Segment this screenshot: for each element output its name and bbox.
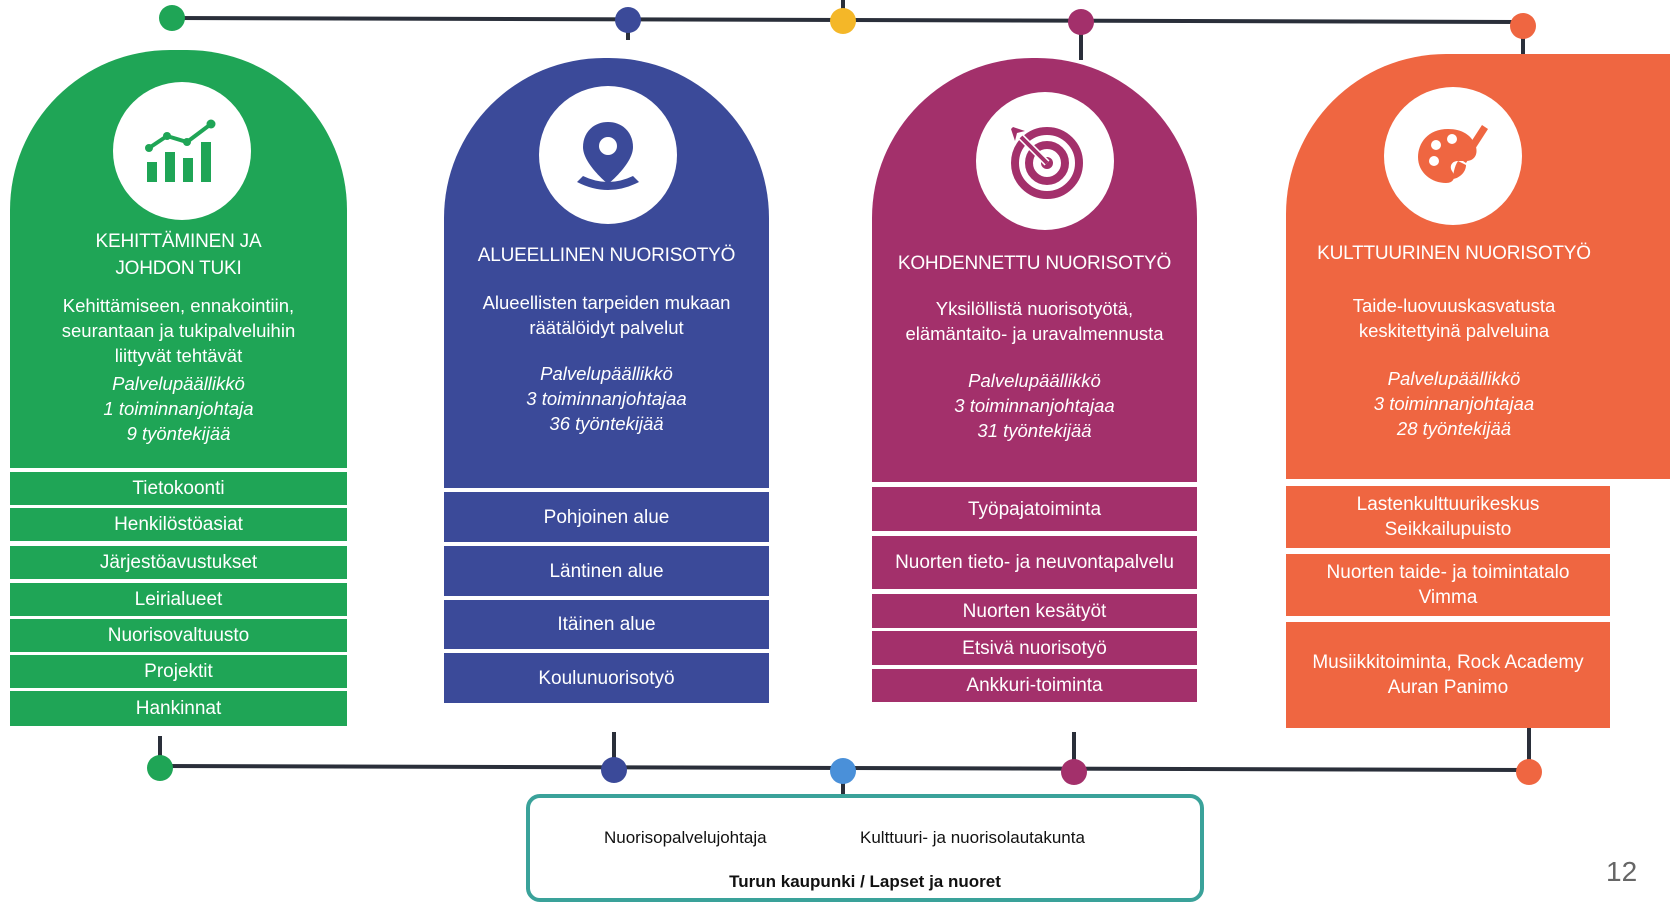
description-line: Kehittämiseen, ennakointiin, bbox=[62, 295, 295, 316]
column-title: KULTTUURINEN NUORISOTYÖ bbox=[1294, 240, 1614, 267]
unit-item: Järjestöavustukset bbox=[10, 546, 347, 579]
purple-top-dot bbox=[1068, 9, 1094, 35]
staff-line: 3 toiminnanjohtajaa bbox=[1373, 393, 1535, 414]
description-line: liittyvät tehtävät bbox=[114, 345, 243, 366]
icon-circle bbox=[1384, 87, 1522, 225]
unit-item: Nuorten tieto- ja neuvontapalvelu bbox=[872, 536, 1197, 589]
column-title: KEHITTÄMINEN JA JOHDON TUKI bbox=[18, 228, 339, 282]
column-cultural: KULTTUURINEN NUORISOTYÖ Taide-luovuuskas… bbox=[1286, 54, 1670, 728]
organization-footer: Turun kaupunki / Lapset ja nuoret bbox=[729, 872, 1001, 891]
column-title-line: KOHDENNETTU NUORISOTYÖ bbox=[897, 253, 1172, 274]
icon-circle bbox=[113, 82, 251, 220]
light-blue-bottom-dot bbox=[830, 758, 856, 784]
page-number: 12 bbox=[1606, 856, 1638, 887]
unit-item: Hankinnat bbox=[10, 691, 347, 726]
unit-item: Työpajatoiminta bbox=[872, 487, 1197, 531]
column-staff: Palvelupäällikkö 1 toiminnanjohtaja 9 ty… bbox=[22, 371, 335, 446]
column-title-line: ALUEELLINEN NUORISOTYÖ bbox=[477, 245, 736, 266]
director-label: Nuorisopalvelujohtaja bbox=[604, 828, 767, 847]
target-arrow-icon bbox=[1011, 127, 1083, 199]
column-description: Yksilöllistä nuorisotyötä, elämäntaito- … bbox=[884, 296, 1185, 346]
unit-item: Nuorisovaltuusto bbox=[10, 619, 347, 652]
unit-item: Pohjoinen alue bbox=[444, 492, 769, 542]
description-line: keskitettyinä palveluina bbox=[1358, 320, 1550, 341]
unit-item: Henkilöstöasiat bbox=[10, 508, 347, 541]
description-line: seurantaan ja tukipalveluihin bbox=[61, 320, 296, 341]
staff-line: Palvelupäällikkö bbox=[112, 373, 245, 394]
staff-line: 9 työntekijää bbox=[126, 423, 231, 444]
column-title: KOHDENNETTU NUORISOTYÖ bbox=[880, 250, 1189, 277]
unit-item: Lastenkulttuurikeskus Seikkailupuisto bbox=[1286, 486, 1610, 548]
column-header: KULTTUURINEN NUORISOTYÖ Taide-luovuuskas… bbox=[1286, 54, 1670, 479]
description-line: räätälöidyt palvelut bbox=[529, 317, 684, 338]
column-title-line: KULTTUURINEN NUORISOTYÖ bbox=[1317, 243, 1591, 264]
column-header: KEHITTÄMINEN JA JOHDON TUKI Kehittämisee… bbox=[10, 50, 347, 468]
green-bottom-dot bbox=[147, 755, 173, 781]
description-line: elämäntaito- ja uravalmennusta bbox=[905, 323, 1164, 344]
organization-box: Nuorisopalvelujohtaja Kulttuuri- ja nuor… bbox=[526, 794, 1204, 902]
unit-item: Itäinen alue bbox=[444, 600, 769, 649]
staff-line: 3 toiminnanjohtajaa bbox=[526, 388, 687, 409]
description-line: Yksilöllistä nuorisotyötä, bbox=[935, 298, 1134, 319]
unit-item: Leirialueet bbox=[10, 583, 347, 616]
unit-item: Koulunuorisotyö bbox=[444, 653, 769, 703]
yellow-top-dot bbox=[830, 8, 856, 34]
column-staff: Palvelupäällikkö 3 toiminnanjohtajaa 36 … bbox=[456, 361, 757, 436]
column-title-line: JOHDON TUKI bbox=[115, 258, 242, 279]
unit-item: Läntinen alue bbox=[444, 546, 769, 596]
column-title-line: KEHITTÄMINEN JA bbox=[95, 231, 262, 252]
committee-label: Kulttuuri- ja nuorisolautakunta bbox=[860, 828, 1085, 847]
blue-top-dot bbox=[615, 7, 641, 33]
unit-item: Projektit bbox=[10, 655, 347, 688]
blue-bottom-dot bbox=[601, 757, 627, 783]
unit-item: Nuorten kesätyöt bbox=[872, 594, 1197, 628]
unit-item: Nuorten taide- ja toimintatalo Vimma bbox=[1286, 554, 1610, 616]
staff-line: 36 työntekijää bbox=[549, 413, 664, 434]
unit-item: Ankkuri-toiminta bbox=[872, 669, 1197, 702]
column-development: KEHITTÄMINEN JA JOHDON TUKI Kehittämisee… bbox=[10, 50, 347, 737]
staff-line: 28 työntekijää bbox=[1396, 418, 1512, 439]
icon-circle bbox=[539, 86, 677, 224]
purple-bottom-dot bbox=[1061, 759, 1087, 785]
staff-line: 1 toiminnanjohtaja bbox=[103, 398, 254, 419]
icon-circle bbox=[976, 92, 1114, 230]
location-pin-icon bbox=[577, 122, 639, 190]
column-description: Alueellisten tarpeiden mukaan räätälöidy… bbox=[456, 290, 757, 340]
unit-item: Tietokoonti bbox=[10, 472, 347, 505]
column-description: Kehittämiseen, ennakointiin, seurantaan … bbox=[22, 293, 335, 368]
palette-brush-icon bbox=[1418, 125, 1488, 183]
column-staff: Palvelupäällikkö 3 toiminnanjohtajaa 28 … bbox=[1298, 366, 1610, 441]
staff-line: 3 toiminnanjohtajaa bbox=[954, 395, 1115, 416]
description-line: Alueellisten tarpeiden mukaan bbox=[482, 292, 731, 313]
orange-bottom-dot bbox=[1516, 759, 1542, 785]
column-regional: ALUEELLINEN NUORISOTYÖ Alueellisten tarp… bbox=[444, 58, 769, 733]
description-line: Taide-luovuuskasvatusta bbox=[1352, 295, 1556, 316]
column-title: ALUEELLINEN NUORISOTYÖ bbox=[452, 242, 761, 269]
column-targeted: KOHDENNETTU NUORISOTYÖ Yksilöllistä nuor… bbox=[872, 58, 1197, 733]
column-header: ALUEELLINEN NUORISOTYÖ Alueellisten tarp… bbox=[444, 58, 769, 488]
staff-line: Palvelupäällikkö bbox=[1387, 368, 1521, 389]
column-staff: Palvelupäällikkö 3 toiminnanjohtajaa 31 … bbox=[884, 368, 1185, 443]
bar-chart-growth-icon bbox=[145, 119, 216, 182]
unit-item: Etsivä nuorisotyö bbox=[872, 631, 1197, 665]
staff-line: Palvelupäällikkö bbox=[540, 363, 673, 384]
staff-line: 31 työntekijää bbox=[977, 420, 1092, 441]
staff-line: Palvelupäällikkö bbox=[968, 370, 1101, 391]
column-header: KOHDENNETTU NUORISOTYÖ Yksilöllistä nuor… bbox=[872, 58, 1197, 482]
unit-item: Musiikkitoiminta, Rock Academy Auran Pan… bbox=[1286, 622, 1610, 728]
green-top-dot bbox=[159, 5, 185, 31]
orange-top-dot bbox=[1510, 13, 1536, 39]
column-description: Taide-luovuuskasvatusta keskitettyinä pa… bbox=[1298, 293, 1610, 343]
